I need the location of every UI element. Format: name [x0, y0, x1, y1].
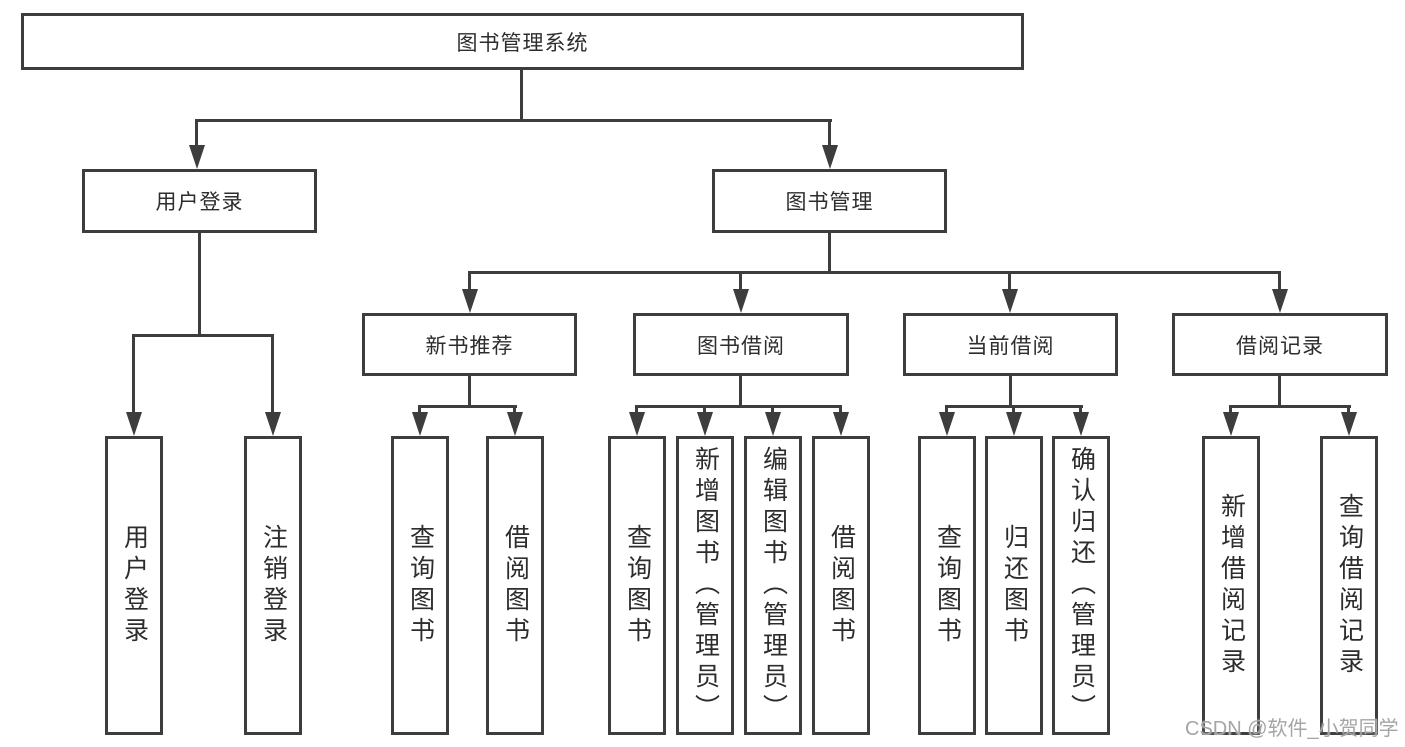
leaf-label: 借阅图书 [501, 523, 530, 648]
leaf-label: 查询图书 [406, 523, 435, 648]
leaf-label: 新增借阅记录 [1217, 492, 1246, 679]
leaf-query-books: 查询图书 [918, 436, 976, 735]
arrowhead-down-icon [1272, 289, 1288, 313]
connector-vline [1278, 271, 1281, 291]
arrowhead-down-icon [833, 412, 849, 436]
node-label: 用户登录 [155, 191, 244, 214]
node-label: 借阅记录 [1236, 334, 1324, 358]
connector-vline [945, 405, 948, 414]
connector-vline [1347, 405, 1350, 414]
node-new-book-recommend: 新书推荐 [362, 313, 577, 376]
connector-vline [1278, 374, 1281, 408]
connector-vline [839, 405, 842, 414]
connector-vline [132, 334, 135, 414]
arrowhead-down-icon [1002, 289, 1018, 313]
leaf-label: 借阅图书 [827, 523, 856, 648]
leaf-label: 确认归还（管理员） [1067, 446, 1096, 725]
connector-vline [1079, 405, 1082, 414]
arrowhead-down-icon [265, 412, 281, 436]
connector-vline [271, 334, 274, 414]
connector-vline [418, 405, 421, 414]
node-library-management-system: 图书管理系统 [21, 13, 1024, 70]
arrowhead-down-icon [629, 412, 645, 436]
node-user-login: 用户登录 [82, 169, 317, 233]
connector-vline [828, 119, 831, 149]
leaf-query-books: 查询图书 [391, 436, 449, 735]
node-label: 图书管理 [785, 191, 874, 214]
leaf-label: 用户登录 [120, 523, 149, 648]
node-current-borrow: 当前借阅 [903, 313, 1118, 376]
connector-vline [468, 271, 471, 291]
arrowhead-down-icon [1223, 412, 1239, 436]
leaf-label: 查询图书 [623, 523, 652, 648]
leaf-query-books: 查询图书 [608, 436, 666, 735]
connector-vline [1012, 405, 1015, 414]
connector-hline [635, 405, 842, 408]
connector-vline [739, 271, 742, 291]
leaf-label: 注销登录 [259, 523, 288, 648]
node-book-management: 图书管理 [712, 169, 947, 233]
leaf-label: 新增图书（管理员） [691, 446, 720, 725]
leaf-label: 归还图书 [1000, 523, 1029, 648]
arrowhead-down-icon [1073, 412, 1089, 436]
arrowhead-down-icon [697, 412, 713, 436]
node-book-borrow: 图书借阅 [633, 313, 849, 376]
connector-vline [703, 405, 706, 414]
connector-vline [468, 374, 471, 408]
leaf-user-login: 用户登录 [105, 436, 163, 735]
arrowhead-down-icon [822, 145, 838, 169]
arrowhead-down-icon [189, 145, 205, 169]
leaf-return-books: 归还图书 [985, 436, 1043, 735]
arrowhead-down-icon [765, 412, 781, 436]
node-label: 图书借阅 [697, 334, 785, 358]
connector-vline [195, 119, 198, 149]
leaf-add-borrow-record: 新增借阅记录 [1202, 436, 1260, 735]
connector-hline [1229, 405, 1351, 408]
leaf-label: 查询借阅记录 [1335, 492, 1364, 679]
connector-vline [520, 68, 523, 120]
csdn-watermark: CSDN @软件_小贺同学 [1185, 718, 1399, 740]
leaf-label: 查询图书 [933, 523, 962, 648]
connector-hline [132, 334, 274, 337]
connector-vline [1009, 374, 1012, 408]
arrowhead-down-icon [1341, 412, 1357, 436]
arrowhead-down-icon [939, 412, 955, 436]
connector-vline [635, 405, 638, 414]
connector-vline [513, 405, 516, 414]
node-label: 图书管理系统 [456, 31, 589, 55]
arrowhead-down-icon [462, 289, 478, 313]
node-label: 当前借阅 [966, 334, 1055, 358]
node-borrow-records: 借阅记录 [1172, 313, 1388, 376]
arrowhead-down-icon [126, 412, 142, 436]
leaf-edit-books-admin: 编辑图书（管理员） [744, 436, 802, 735]
node-label: 新书推荐 [425, 334, 514, 358]
leaf-add-books-admin: 新增图书（管理员） [676, 436, 734, 735]
arrowhead-down-icon [733, 289, 749, 313]
connector-vline [1008, 271, 1011, 291]
leaf-borrow-books: 借阅图书 [486, 436, 544, 735]
leaf-confirm-return-admin: 确认归还（管理员） [1052, 436, 1110, 735]
connector-hline [195, 119, 832, 122]
leaf-borrow-books: 借阅图书 [812, 436, 870, 735]
arrowhead-down-icon [507, 412, 523, 436]
connector-hline [418, 405, 517, 408]
connector-hline [468, 271, 1281, 274]
arrowhead-down-icon [412, 412, 428, 436]
leaf-query-borrow-record: 查询借阅记录 [1320, 436, 1378, 735]
leaf-label: 编辑图书（管理员） [759, 446, 788, 725]
connector-vline [1229, 405, 1232, 414]
connector-vline [771, 405, 774, 414]
connector-vline [739, 374, 742, 408]
connector-vline [828, 231, 831, 273]
arrowhead-down-icon [1006, 412, 1022, 436]
leaf-logout: 注销登录 [244, 436, 302, 735]
connector-vline [198, 231, 201, 336]
